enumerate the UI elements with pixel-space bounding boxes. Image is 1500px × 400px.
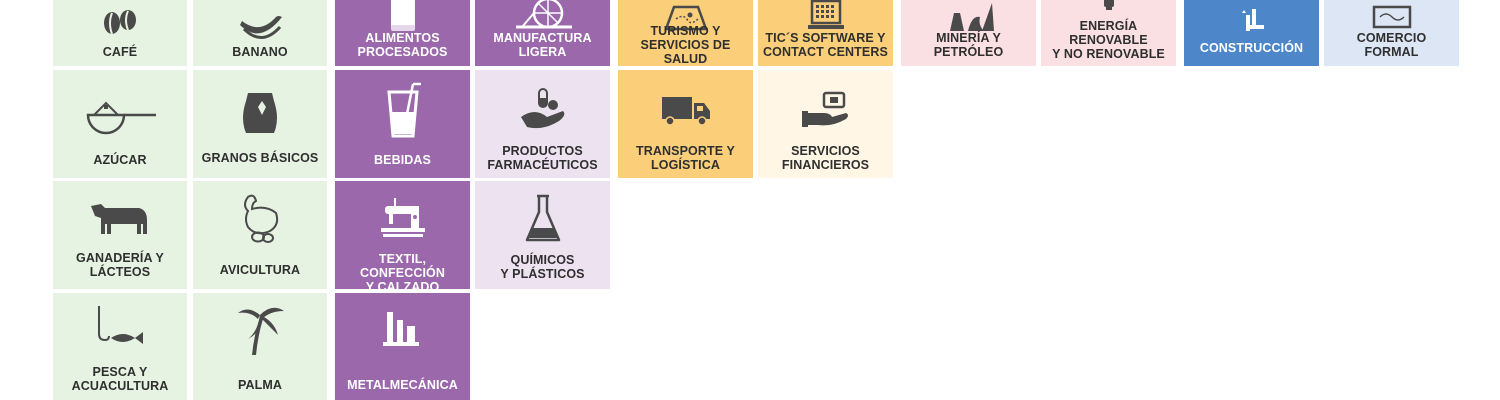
tile-banano: BANANO	[193, 0, 327, 66]
label-financieros: SERVICIOS FINANCIEROS	[781, 144, 870, 172]
tile-farma: PRODUCTOS FARMACÉUTICOS	[475, 70, 610, 178]
tile-manufactura: MANUFACTURA LIGERA	[475, 0, 610, 66]
label-textil: TEXTIL, CONFECCIÓN Y CALZADO	[359, 252, 446, 289]
label-manufactura: MANUFACTURA LIGERA	[493, 31, 592, 59]
tile-cafe: CAFÉ	[53, 0, 187, 66]
factory-icon	[363, 297, 443, 357]
label-ganaderia: GANADERÍA Y LÁCTEOS	[76, 251, 164, 279]
tile-tic: TIC´S SOFTWARE Y CONTACT CENTERS	[758, 0, 893, 66]
palm-tree-icon	[220, 299, 300, 359]
label-banano: BANANO	[232, 45, 288, 59]
hen-icon	[220, 189, 300, 249]
tile-alimentos: ALIMENTOS PROCESADOS	[335, 0, 470, 66]
tile-construccion: CONSTRUCCIÓN	[1184, 0, 1319, 66]
tile-energia: ENERGÍA RENOVABLE Y NO RENOVABLE	[1041, 0, 1176, 66]
tile-azucar: AZÚCAR	[53, 70, 187, 178]
label-alimentos: ALIMENTOS PROCESADOS	[357, 31, 448, 59]
tile-mineria: MINERÍA Y PETRÓLEO	[901, 0, 1036, 66]
grain-sack-icon	[220, 80, 300, 140]
sugar-scoop-icon	[80, 80, 160, 140]
label-avicultura: AVICULTURA	[219, 263, 301, 277]
label-transporte: TRANSPORTE Y LOGÍSTICA	[636, 144, 735, 172]
label-quimicos: QUÍMICOS Y PLÁSTICOS	[500, 253, 585, 281]
label-cafe: CAFÉ	[102, 45, 138, 59]
coffee-beans-icon	[80, 0, 160, 55]
label-construccion: CONSTRUCCIÓN	[1199, 41, 1304, 55]
banana-icon	[220, 0, 300, 55]
fish-hook-icon	[80, 297, 160, 357]
tile-turismo: TURISMO Y SERVICIOS DE SALUD	[618, 0, 753, 66]
label-turismo: TURISMO Y SERVICIOS DE SALUD	[640, 24, 731, 66]
label-azucar: AZÚCAR	[93, 153, 147, 167]
tile-textil: TEXTIL, CONFECCIÓN Y CALZADO	[335, 181, 470, 289]
pill-hand-icon	[503, 80, 583, 140]
lightbulb-icon	[1069, 0, 1149, 45]
can-icon	[363, 0, 443, 45]
tile-bebidas: BEBIDAS	[335, 70, 470, 178]
label-palma: PALMA	[237, 378, 282, 392]
tile-pesca: PESCA Y ACUACULTURA	[53, 293, 187, 400]
payment-hand-icon	[786, 80, 866, 140]
label-granos: GRANOS BÁSICOS	[201, 151, 319, 165]
label-energia: ENERGÍA RENOVABLE Y NO RENOVABLE	[1052, 19, 1165, 61]
label-farma: PRODUCTOS FARMACÉUTICOS	[487, 144, 598, 172]
crane-icon	[1212, 0, 1292, 45]
label-mineria: MINERÍA Y PETRÓLEO	[933, 31, 1004, 59]
tile-metalmecanica: METALMECÁNICA	[335, 293, 470, 400]
tile-financieros: SERVICIOS FINANCIEROS	[758, 70, 893, 178]
flask-icon	[503, 189, 583, 249]
mining-icon	[929, 0, 1009, 45]
label-metalmecanica: METALMECÁNICA	[347, 378, 458, 392]
computer-icon	[786, 0, 866, 45]
cow-icon	[80, 189, 160, 249]
tile-quimicos: QUÍMICOS Y PLÁSTICOS	[475, 181, 610, 289]
drink-glass-icon	[363, 80, 443, 140]
sewing-machine-icon	[363, 187, 443, 247]
banknote-icon	[1352, 0, 1432, 45]
tile-ganaderia: GANADERÍA Y LÁCTEOS	[53, 181, 187, 289]
truck-icon	[646, 80, 726, 140]
label-bebidas: BEBIDAS	[374, 153, 431, 167]
tile-comercio: COMERCIO FORMAL	[1324, 0, 1459, 66]
tile-granos: GRANOS BÁSICOS	[193, 70, 327, 178]
tile-avicultura: AVICULTURA	[193, 181, 327, 289]
tile-transporte: TRANSPORTE Y LOGÍSTICA	[618, 70, 753, 178]
tile-palma: PALMA	[193, 293, 327, 400]
label-tic: TIC´S SOFTWARE Y CONTACT CENTERS	[763, 31, 888, 59]
label-comercio: COMERCIO FORMAL	[1356, 31, 1427, 59]
label-pesca: PESCA Y ACUACULTURA	[71, 365, 169, 393]
map-icon	[646, 0, 726, 45]
spinning-wheel-icon	[503, 0, 583, 45]
